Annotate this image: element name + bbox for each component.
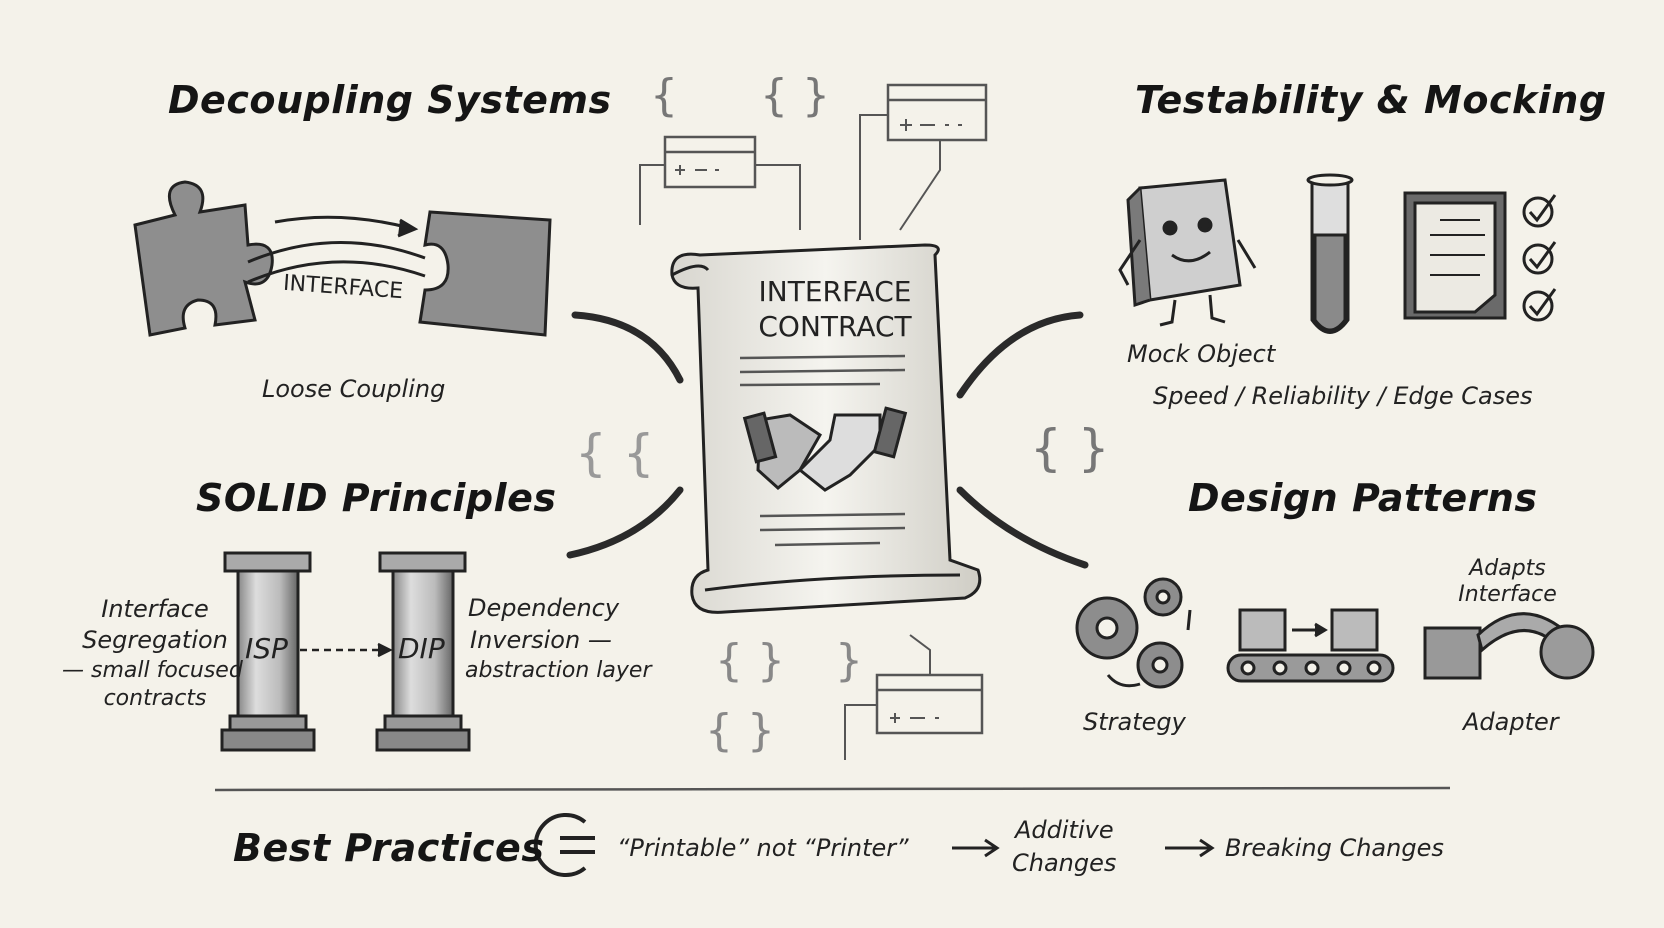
strategy-gears-icon (1075, 577, 1192, 689)
code-braces-icon: { { } { { { } { } } { } (575, 70, 1110, 756)
contract-scroll-icon (670, 243, 982, 614)
naming-tip: “Printable” not “Printer” (617, 834, 909, 862)
interface-symbol-icon (533, 813, 595, 877)
arrow-right-icon (952, 838, 1215, 858)
decoupling-caption: Loose Coupling (262, 375, 446, 403)
isp-desc-line4: contracts (103, 686, 207, 711)
puzzle-bridge-icon (133, 180, 552, 337)
checkmark-icon (1522, 194, 1557, 322)
conveyor-icon (1226, 608, 1395, 683)
svg-text:}: } (835, 635, 863, 686)
test-tube-icon (1306, 173, 1354, 334)
solid-title: SOLID Principles (196, 476, 557, 520)
divider-line (214, 786, 1451, 792)
adapter-label: Adapter (1463, 708, 1559, 736)
isp-pillar-icon (220, 551, 316, 752)
dip-label: DIP (398, 632, 445, 665)
svg-text:{ {: { { (575, 424, 655, 482)
adapter-note-line1: Adapts (1469, 556, 1546, 581)
test-report-icon (1403, 191, 1507, 320)
adapter-icon (1423, 612, 1595, 680)
decoupling-title: Decoupling Systems (168, 78, 612, 122)
additive-changes-line2: Changes (1012, 849, 1117, 877)
dip-pillar-icon (375, 551, 471, 752)
contract-title-line1: INTERFACE (758, 275, 912, 308)
isp-desc-line2: Segregation (82, 626, 228, 654)
svg-text:{: { (650, 70, 678, 121)
mock-object-label: Mock Object (1127, 340, 1276, 368)
svg-text:{ }: { } (715, 635, 785, 686)
breaking-changes: Breaking Changes (1225, 834, 1444, 862)
strategy-label: Strategy (1083, 708, 1186, 736)
dip-desc-line3: abstraction layer (465, 658, 652, 683)
handshake-icon (742, 406, 908, 492)
svg-text:{ }: { } (760, 70, 830, 121)
isp-label: ISP (245, 632, 288, 665)
dip-desc-line2: Inversion — (470, 626, 612, 654)
contract-title-line2: CONTRACT (758, 310, 912, 343)
best-practices-title: Best Practices (233, 826, 545, 870)
mock-object-icon (1118, 178, 1257, 327)
adapter-note-line2: Interface (1458, 582, 1557, 607)
testability-title: Testability & Mocking (1135, 78, 1607, 122)
isp-to-dip-arrow-icon (300, 642, 393, 658)
svg-text:{ }: { } (1030, 419, 1110, 477)
additive-changes-line1: Additive (1015, 816, 1114, 844)
testability-caption: Speed / Reliability / Edge Cases (1153, 382, 1533, 410)
svg-text:{ }: { } (705, 705, 775, 756)
ui-window-sketch-icon (663, 83, 988, 735)
dip-desc-line1: Dependency (468, 594, 620, 622)
patterns-title: Design Patterns (1188, 476, 1538, 520)
tendrils-icon (566, 311, 1089, 569)
isp-desc-line3: — small focused (62, 658, 243, 683)
isp-desc-line1: Interface (101, 595, 209, 623)
